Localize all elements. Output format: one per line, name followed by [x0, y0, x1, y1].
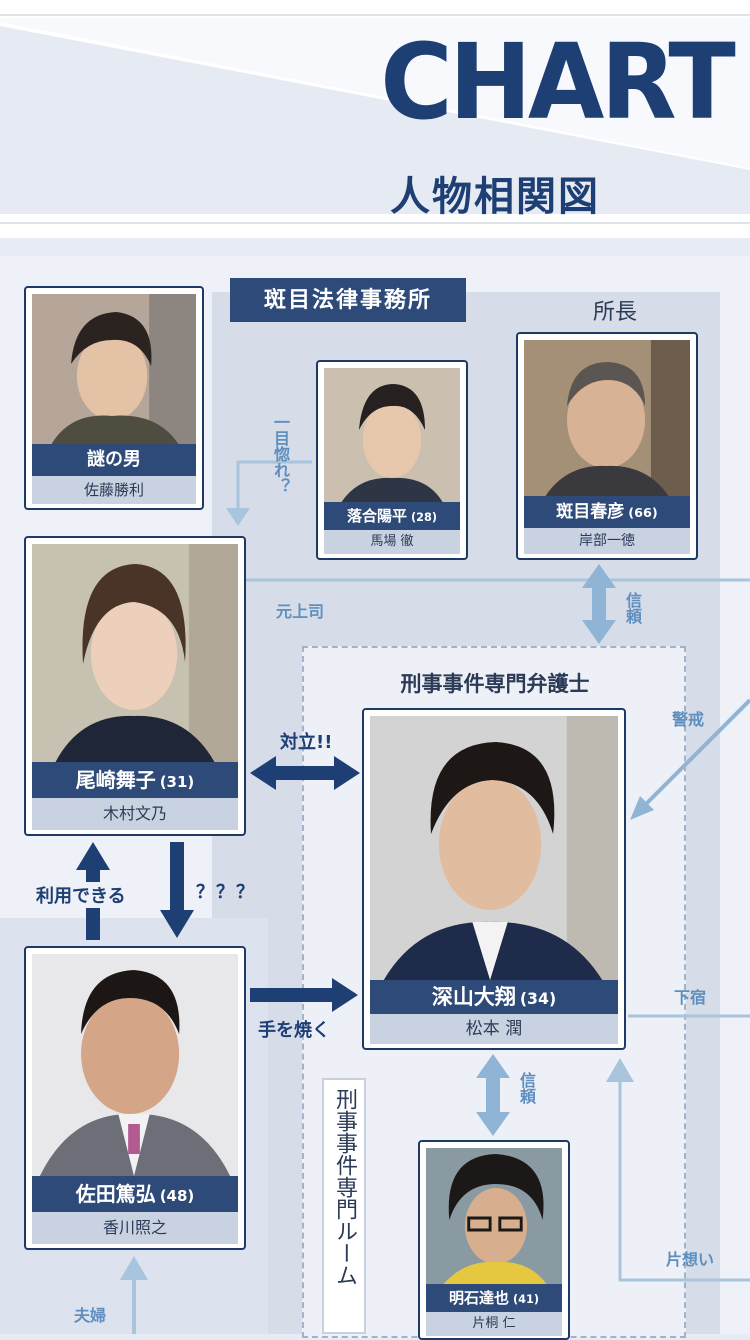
card-madarame[interactable]: 斑目春彦(66) 岸部一徳	[516, 332, 698, 560]
arrowhead-riyou	[76, 842, 110, 870]
name-madarame: 斑目春彦(66)	[524, 496, 690, 528]
arrowhead-shinrai-top-down	[582, 620, 616, 644]
actor-madarame: 岸部一徳	[524, 528, 690, 554]
actor-sada: 香川照之	[32, 1212, 238, 1244]
actor-ozaki: 木村文乃	[32, 798, 238, 830]
label-question: ？？？	[196, 882, 256, 903]
portrait-akashi	[426, 1148, 562, 1284]
name-akashi: 明石達也(41)	[426, 1284, 562, 1312]
actor-miyama: 松本 潤	[370, 1014, 618, 1044]
portrait-madarame	[524, 340, 690, 496]
label-kataomoi: 片想い	[666, 1250, 715, 1269]
label-hitomebore: 一目惚れ？	[271, 414, 290, 494]
arrowhead-shinrai-top-up	[582, 564, 616, 588]
shaft-question	[170, 842, 184, 914]
criminal-room-label: 刑事事件専門ルーム	[322, 1078, 366, 1334]
card-nazo-no-otoko[interactable]: 謎の男 佐藤勝利	[24, 286, 204, 510]
criminal-lawyer-label: 刑事事件専門弁護士	[400, 672, 590, 696]
card-miyama[interactable]: 深山大翔(34) 松本 潤	[362, 708, 626, 1050]
portrait-nazo	[32, 294, 196, 444]
chart-title: CHART	[380, 21, 735, 143]
actor-akashi: 片桐 仁	[426, 1312, 562, 1336]
label-riyou: 利用できる	[36, 882, 126, 908]
label-te-wo-yaku: 手を焼く	[258, 1020, 330, 1041]
chart-subtitle: 人物相関図	[390, 174, 600, 220]
name-ozaki: 尾崎舞子(31)	[32, 762, 238, 798]
label-geshuku: 下宿	[674, 988, 707, 1007]
label-shinrai-top: 信頼	[623, 592, 642, 624]
portrait-miyama	[370, 716, 618, 980]
shaft-shinrai-top	[592, 584, 606, 624]
line-hitomebore	[236, 460, 312, 520]
arrowhead-question	[160, 910, 194, 938]
header-top-rule	[0, 14, 750, 16]
label-shinrai-bottom: 信頼	[517, 1072, 536, 1104]
office-label: 斑目法律事務所	[230, 278, 466, 322]
label-tairitsu: 対立!!	[280, 732, 333, 753]
label-keikai: 警戒	[672, 710, 705, 729]
card-sada[interactable]: 佐田篤弘(48) 香川照之	[24, 946, 246, 1250]
actor-ochiai: 馬場 徹	[324, 530, 460, 554]
arrowhead-keikai	[630, 796, 654, 820]
line-keikai	[640, 698, 750, 810]
card-ozaki[interactable]: 尾崎舞子(31) 木村文乃	[24, 536, 246, 836]
name-nazo: 謎の男	[32, 444, 196, 476]
shaft-tairitsu	[272, 766, 338, 780]
arrowhead-kataomoi	[606, 1058, 634, 1082]
arrowhead-tewoyaku	[332, 978, 358, 1012]
name-ochiai: 落合陽平(28)	[324, 502, 460, 530]
shaft-shinrai-bottom	[486, 1074, 500, 1118]
actor-nazo: 佐藤勝利	[32, 476, 196, 504]
card-ochiai[interactable]: 落合陽平(28) 馬場 徹	[316, 360, 468, 560]
header-bottom-rule	[0, 222, 750, 224]
name-miyama: 深山大翔(34)	[370, 980, 618, 1014]
portrait-sada	[32, 954, 238, 1176]
arrowhead-fuufu	[120, 1256, 148, 1280]
header-stripe-graphic	[0, 18, 750, 214]
arrowhead-shinrai-bottom-down	[476, 1112, 510, 1136]
arrowhead-hitomebore	[226, 508, 250, 526]
label-fuufu: 夫婦	[74, 1306, 107, 1325]
name-sada: 佐田篤弘(48)	[32, 1176, 238, 1212]
portrait-ozaki	[32, 544, 238, 762]
line-kataomoi	[618, 1068, 750, 1282]
portrait-ochiai	[324, 368, 460, 502]
arrowhead-tairitsu-right	[334, 756, 360, 790]
office-head-label: 所長	[592, 300, 637, 325]
header-banner: CHART 人物相関図	[0, 0, 750, 238]
shaft-tewoyaku	[250, 988, 336, 1002]
arrowhead-tairitsu-left	[250, 756, 276, 790]
label-moto-joshi: 元上司	[276, 602, 325, 621]
arrowhead-shinrai-bottom-up	[476, 1054, 510, 1078]
card-akashi[interactable]: 明石達也(41) 片桐 仁	[418, 1140, 570, 1340]
